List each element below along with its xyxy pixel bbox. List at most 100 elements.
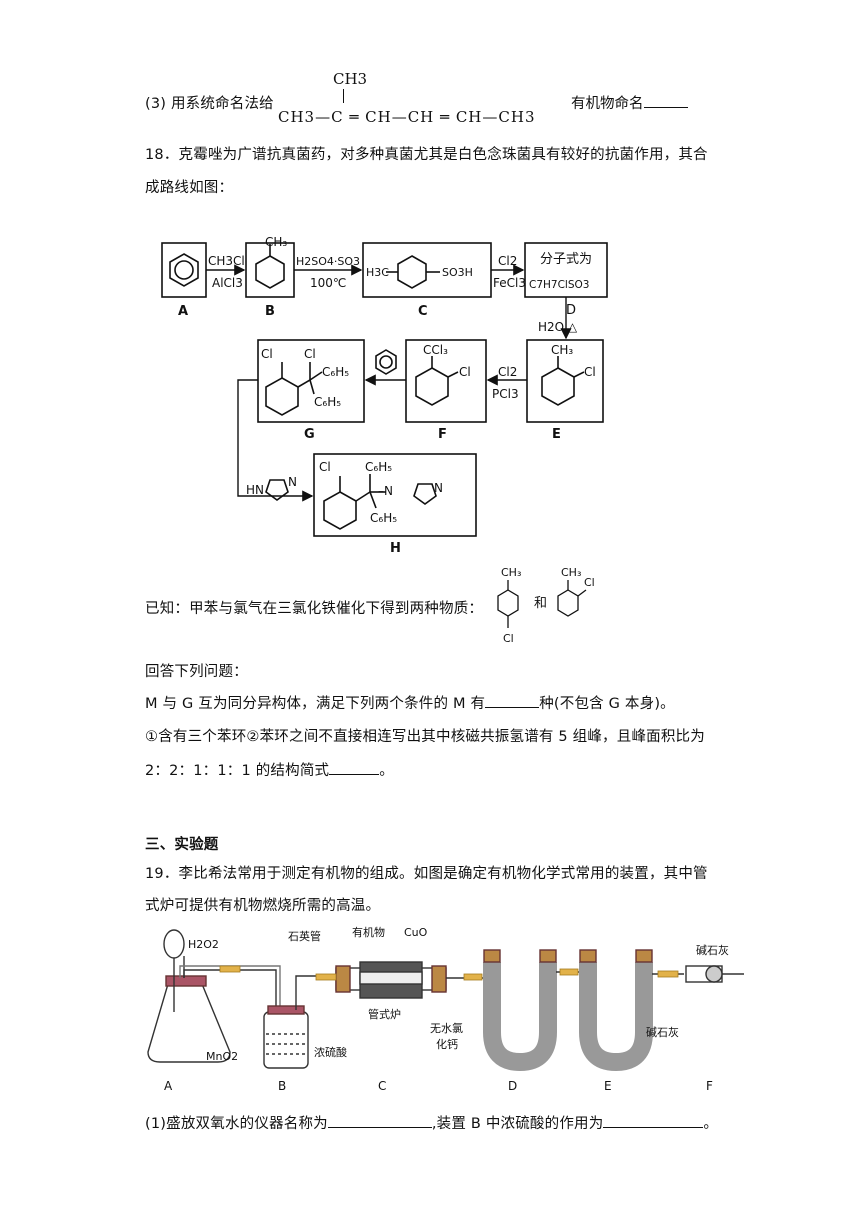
conical-flask [147,983,231,1063]
q18-structure-blank[interactable] [329,760,380,775]
q3-struct-main: CH3—C ═ CH—CH ═ CH—CH3 [278,108,536,126]
reagent-5-bottom: PCl3 [492,387,519,401]
q19-sub1-mid: ,装置 B 中浓硫酸的作用为 [431,1116,604,1132]
reagent-5-top: Cl2 [498,365,517,379]
compound-f-box [405,339,487,423]
svg-text:CH₃: CH₃ [551,343,573,357]
svg-text:Cl: Cl [261,347,273,361]
label-cuo: CuO [404,926,428,939]
label-h: H [390,541,401,556]
label-soda-lime-e: 碱石灰 [646,1025,679,1039]
svg-text:–N: –N [378,484,393,498]
q18-text-line1: 18．克霉唑为广谱抗真菌药，对多种真菌尤其是白色念珠菌具有较好的抗菌作用，其合 [145,147,708,163]
compound-c-right: SO3H [442,266,473,279]
svg-text:CH₃: CH₃ [265,235,287,249]
label-c: C [418,304,428,319]
compound-g-box [257,339,365,423]
svg-text:Cl: Cl [319,460,331,474]
compound-d-line2: C7H7ClSO3 [529,279,589,291]
reagent-3-bottom: FeCl3 [493,276,526,290]
label-conc-h2so4: 浓硫酸 [314,1045,347,1059]
svg-text:N: N [434,481,443,495]
compound-e-box [526,339,604,423]
known-products: CH₃ Cl CH₃ Cl 和 [497,566,595,645]
svg-text:CH₃: CH₃ [561,566,581,579]
label-organic: 有机物 [352,925,385,939]
q18-question-m-text: M 与 G 互为同分异构体，满足下列两个条件的 M 有 [145,696,486,712]
svg-text:C₆H₅: C₆H₅ [322,365,349,379]
label-b: B [265,304,275,319]
q3-answer-blank[interactable] [643,93,688,108]
q18-text-line2: 成路线如图： [145,180,234,196]
q19-instrument-blank[interactable] [327,1113,432,1128]
benzene-ring-icon [169,253,199,287]
label-a: A [178,304,188,319]
svg-text:Cl: Cl [503,632,514,645]
reagent-1-bottom: AlCl3 [212,276,243,290]
svg-text:Cl: Cl [584,365,596,379]
svg-text:C₆H₅: C₆H₅ [365,460,392,474]
benzene-reagent-icon [375,349,397,375]
svg-text:Cl: Cl [304,347,316,361]
apparatus-label-d: D [508,1079,517,1093]
q3-suffix: 有机物命名 [571,92,688,113]
q19-sub1-text: (1)盛放双氧水的仪器名称为 [145,1116,328,1132]
synthesis-scheme: CH3Cl AlCl3 H2SO4·SO3 100℃ H3C SO3H Cl2 … [161,235,608,556]
q3-struct-bond [343,89,344,103]
q18-ratio-text: 2：2：1：1：1 的结构简式 [145,763,330,779]
label-h2o2: H2O2 [188,938,219,951]
u-tube-e [579,962,653,1072]
apparatus-label-a: A [164,1079,173,1093]
q18-question-m-tail: 种(不包含 G 本身)。 [539,696,675,712]
q18-question-m: M 与 G 互为同分异构体，满足下列两个条件的 M 有 种(不包含 G 本身)。 [145,692,675,713]
label-f: F [438,427,447,442]
q18-ratio-tail: 。 [379,763,394,779]
label-soda-lime-f: 碱石灰 [696,943,729,957]
u-tube-d [483,962,557,1072]
q3-struct-top: CH3 [333,70,368,88]
q18-count-blank[interactable] [485,693,540,708]
apparatus-label-f: F [706,1079,713,1093]
q19-sub1-end: 。 [703,1116,719,1132]
svg-text:N: N [288,475,297,489]
svg-text:Cl: Cl [584,576,595,589]
q18-ratio: 2：2：1：1：1 的结构简式 。 [145,759,394,780]
reagent-3-top: Cl2 [498,254,517,268]
q18-conditions: ①含有三个苯环②苯环之间不直接相连写出其中核磁共振氢谱有 5 组峰，且峰面积比为 [145,729,705,745]
q19-function-blank[interactable] [603,1113,704,1128]
imidazole-icon [265,479,289,501]
label-furnace: 管式炉 [368,1007,401,1021]
svg-text:CCl₃: CCl₃ [423,343,448,357]
reagent-1-top: CH3Cl [208,254,245,268]
svg-text:Cl: Cl [459,365,471,379]
wash-bottle [263,1011,309,1069]
q18-known: 已知：甲苯与氯气在三氯化铁催化下得到两种物质： [145,601,484,617]
label-g: G [304,427,315,442]
toluene-ring-icon [255,255,285,289]
apparatus-label-e: E [604,1079,612,1093]
svg-text:HN: HN [246,483,264,497]
label-cacl2-1: 无水氯 [430,1021,463,1035]
label-mno2: MnO2 [206,1050,238,1063]
label-e: E [552,427,561,442]
label-quartz-tube: 石英管 [288,929,321,943]
label-cacl2-2: 化钙 [436,1037,458,1051]
svg-text:C₆H₅: C₆H₅ [370,511,397,525]
svg-text:CH₃: CH₃ [501,566,521,579]
q19-line2: 式炉可提供有机物燃烧所需的高温。 [145,898,381,914]
compound-a-box [161,242,207,298]
q3-prefix: (3) 用系统命名法给 [145,96,274,112]
compound-d-line1: 分子式为 [540,252,592,267]
combustion-apparatus: H2O2 MnO2 石英管 有机物 CuO 管式炉 浓硫酸 无水氯 化钙 碱石灰… [147,925,744,1093]
compound-c-left: H3C [366,266,389,279]
q19-line1: 19．李比希法常用于测定有机物的组成。如图是确定有机物化学式常用的装置，其中管 [145,866,708,882]
apparatus-label-c: C [378,1079,386,1093]
reagent-2-bottom: 100℃ [310,276,346,290]
reagent-4: H2O △ [538,320,578,334]
q18-answer-intro: 回答下列问题： [145,664,248,680]
known-and: 和 [534,596,547,611]
q3-suffix-text: 有机物命名 [571,96,644,112]
apparatus-label-b: B [278,1079,286,1093]
q19-sub1: (1)盛放双氧水的仪器名称为 ,装置 B 中浓硫酸的作用为 。 [145,1112,718,1133]
separatory-funnel [163,929,185,959]
